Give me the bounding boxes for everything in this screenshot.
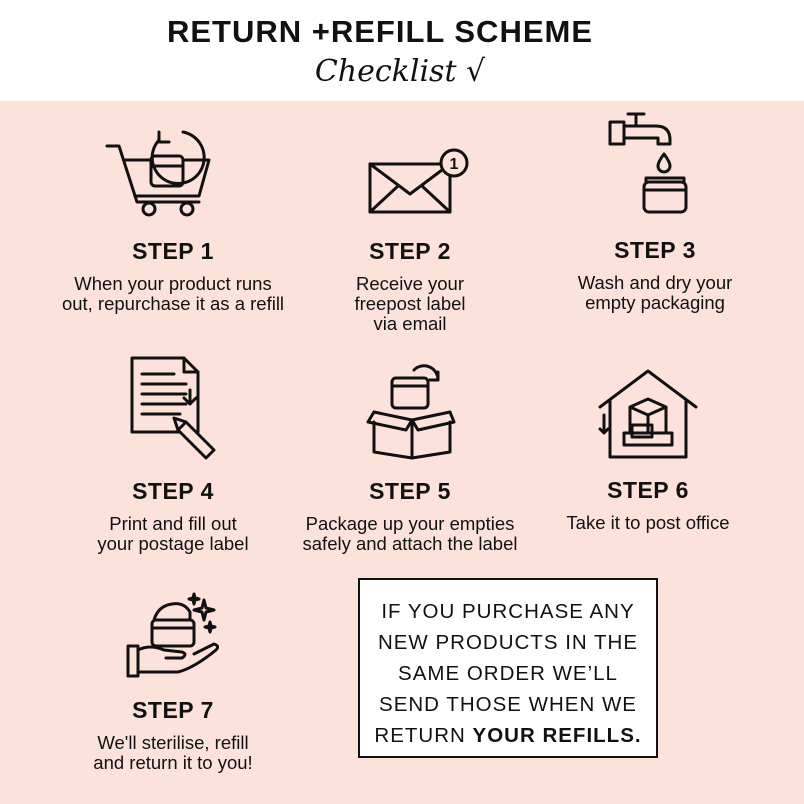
- step-label: STEP 4: [132, 478, 214, 504]
- step-description-line: safely and attach the label: [302, 533, 518, 554]
- step-description: Print and fill out your postage label: [33, 514, 313, 554]
- step-description-line: empty packaging: [585, 292, 725, 313]
- step-description-line: When your product runs: [74, 273, 272, 294]
- step-description-line: Receive your: [356, 273, 464, 294]
- step-description-line: via email: [373, 313, 447, 334]
- notice-line-final: RETURN YOUR REFILLS.: [360, 720, 656, 751]
- notification-badge-text: 1: [450, 156, 459, 173]
- step-description: When your product runs out, repurchase i…: [28, 274, 318, 314]
- step-description-line: and return it to you!: [93, 752, 253, 773]
- step-description-line: out, repurchase it as a refill: [61, 293, 285, 314]
- step-description-line: Package up your empties: [305, 513, 515, 534]
- step-7: STEP 7 We'll sterilise, refill and retur…: [33, 697, 313, 773]
- step-4: STEP 4 Print and fill out your postage l…: [33, 478, 313, 554]
- step-description-line: We'll sterilise, refill: [97, 732, 249, 753]
- step-label: STEP 3: [614, 237, 696, 263]
- notice-final-prefix: RETURN: [374, 724, 473, 747]
- step-description: We'll sterilise, refill and return it to…: [33, 733, 313, 773]
- notice-line: SAME ORDER WE’LL: [398, 662, 618, 685]
- step-description: Receive your freepost label via email: [270, 274, 550, 334]
- step-6: STEP 6 Take it to post office: [508, 477, 788, 533]
- step-2: STEP 2 Receive your freepost label via e…: [270, 238, 550, 334]
- step-description: Wash and dry your empty packaging: [515, 273, 795, 313]
- step-3: STEP 3 Wash and dry your empty packaging: [515, 237, 795, 313]
- envelope-notification-icon: 1: [364, 146, 474, 218]
- step-label: STEP 7: [132, 697, 214, 723]
- step-description-line: Wash and dry your: [577, 272, 733, 293]
- page-subtitle: Checklist √: [314, 54, 486, 89]
- notice-line: SEND THOSE WHEN WE: [379, 693, 637, 716]
- step-description-line: your postage label: [97, 533, 249, 554]
- notice-line: NEW PRODUCTS IN THE: [377, 631, 639, 654]
- step-label: STEP 2: [369, 238, 451, 264]
- step-description-line: Print and fill out: [109, 513, 237, 534]
- open-box-icon: [366, 364, 456, 460]
- step-description-line: Take it to post office: [566, 512, 730, 533]
- step-label: STEP 1: [132, 238, 214, 264]
- step-description-line: freepost label: [354, 293, 466, 314]
- notice-final-bold: YOUR REFILLS.: [472, 724, 642, 747]
- step-description: Take it to post office: [508, 513, 788, 533]
- document-pencil-icon: [128, 356, 220, 460]
- hand-jar-sparkle-icon: [124, 592, 222, 682]
- step-label: STEP 6: [607, 477, 689, 503]
- step-1: STEP 1 When your product runs out, repur…: [28, 238, 318, 314]
- notice-box: IF YOU PURCHASE ANY NEW PRODUCTS IN THE …: [358, 578, 658, 758]
- notice-line: IF YOU PURCHASE ANY: [381, 600, 635, 623]
- step-5: STEP 5 Package up your empties safely an…: [270, 478, 550, 554]
- cart-refill-icon: [103, 120, 215, 220]
- tap-wash-icon: [606, 108, 690, 218]
- step-description: Package up your empties safely and attac…: [270, 514, 550, 554]
- header: RETURN +REFILL SCHEME Checklist √: [0, 0, 804, 101]
- step-label: STEP 5: [369, 478, 451, 504]
- house-parcel-icon: [596, 367, 700, 461]
- page-title: RETURN +REFILL SCHEME: [166, 14, 594, 49]
